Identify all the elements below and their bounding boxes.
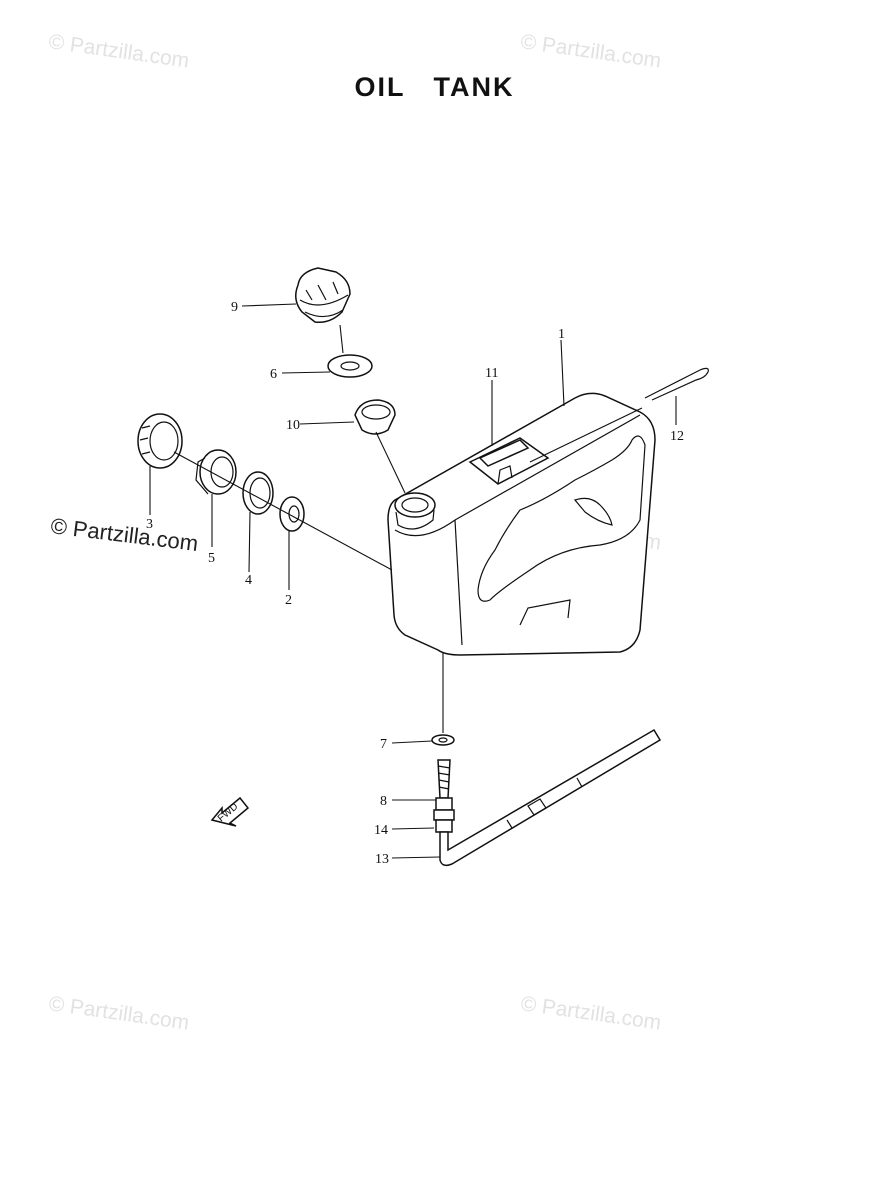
part-4-ring [242,471,274,515]
watermark-top-right: © Partzilla.com [519,30,662,72]
part-6-gasket [327,354,373,378]
part-5-grommet [195,449,237,495]
page-title: OIL TANK [354,72,515,102]
callout-13: 13 [375,852,389,867]
part-2-washer [279,496,305,532]
callout-5: 5 [208,551,215,566]
callout-3: 3 [146,517,153,532]
fwd-arrow-icon: FWD [210,796,250,827]
callout-labels: 1 2 3 4 5 6 7 8 9 10 11 12 13 14 [146,300,684,867]
watermark-bottom-right: © Partzilla.com [519,992,662,1034]
part-7-washer [431,734,455,746]
part-12-pin [644,367,709,401]
callout-8: 8 [380,794,387,809]
part-10-seal [354,399,396,435]
part-9-cap [295,267,351,324]
callout-7: 7 [380,737,387,752]
callout-2: 2 [285,593,292,608]
part-13-hose [439,728,662,867]
callout-14: 14 [374,823,388,838]
callout-10: 10 [286,418,300,433]
callout-6: 6 [270,367,277,382]
watermark-mid-left: © Partzilla.com [49,513,199,556]
watermark-top-left: © Partzilla.com [47,30,190,72]
callout-1: 1 [558,327,565,342]
part-8-strainer [435,759,453,811]
callout-11: 11 [485,366,498,381]
callout-12: 12 [670,429,684,444]
part-14-clamp [433,809,455,833]
part-3-nut [137,413,183,469]
callout-4: 4 [245,573,252,588]
leader-lines [149,303,677,859]
watermark-bottom-left: © Partzilla.com [47,992,190,1034]
oil-tank-body [387,392,656,656]
callout-9: 9 [231,300,238,315]
